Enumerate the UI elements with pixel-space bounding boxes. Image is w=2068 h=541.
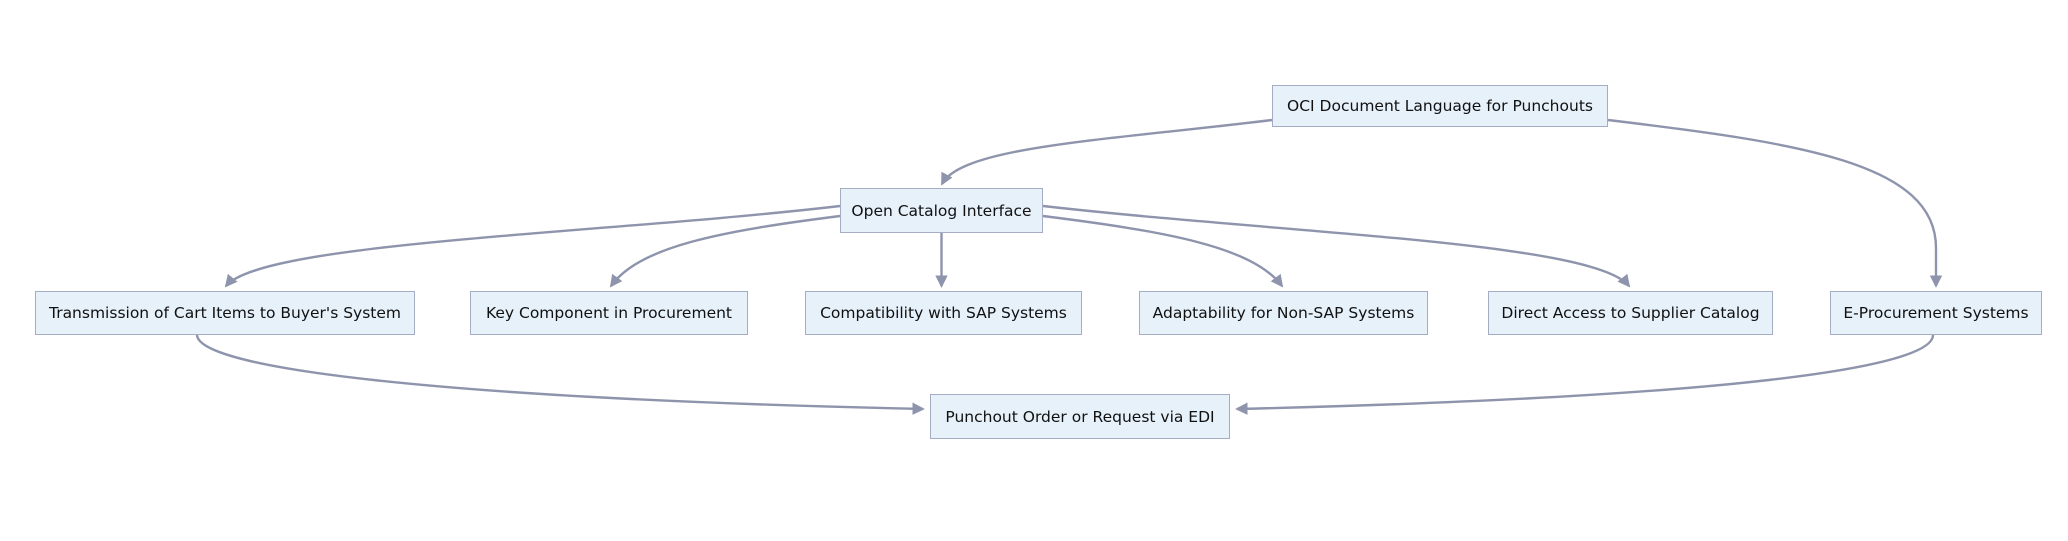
edge-e-procurement-to-punchout (1235, 334, 1935, 415)
node-adaptability-non-sap: Adaptability for Non-SAP Systems (1139, 291, 1428, 335)
node-transmission-cart-items: Transmission of Cart Items to Buyer's Sy… (35, 291, 415, 335)
edge-oci-doc-to-e-procurement (1607, 118, 1943, 288)
edge-transmission-to-punchout (195, 334, 925, 416)
edge-oci-doc-to-open-catalog-interface (940, 118, 1273, 186)
node-oci-document-language: OCI Document Language for Punchouts (1272, 85, 1608, 127)
edge-oci-to-adaptability (1042, 214, 1284, 288)
edge-oci-to-key-component (609, 214, 841, 288)
node-key-component-procurement: Key Component in Procurement (470, 291, 748, 335)
node-compatibility-sap: Compatibility with SAP Systems (805, 291, 1082, 335)
edge-oci-to-direct-access (1042, 204, 1631, 288)
node-e-procurement-systems: E-Procurement Systems (1830, 291, 2042, 335)
edge-oci-to-transmission (224, 204, 841, 288)
node-open-catalog-interface: Open Catalog Interface (840, 188, 1043, 233)
node-punchout-order-edi: Punchout Order or Request via EDI (930, 394, 1230, 439)
node-direct-access-supplier: Direct Access to Supplier Catalog (1488, 291, 1773, 335)
